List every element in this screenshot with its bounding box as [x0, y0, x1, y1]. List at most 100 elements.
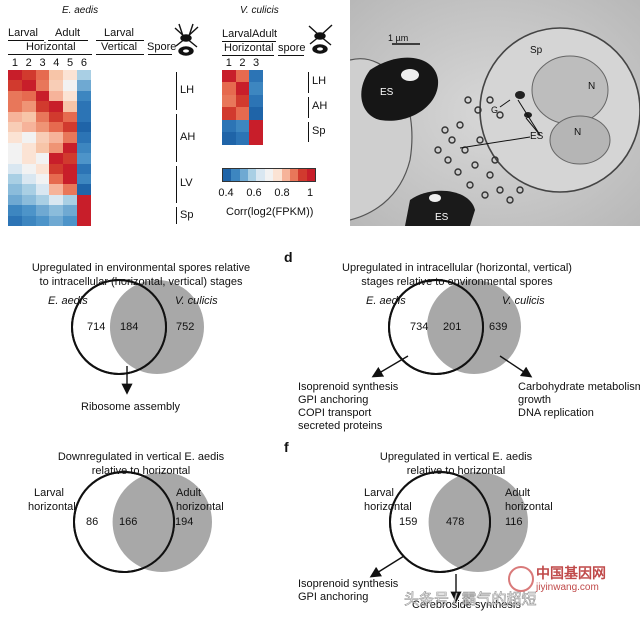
- electron-micrograph: 1 µm Sp N N ES ES ES G: [350, 0, 640, 226]
- heatmap-cell: [8, 111, 23, 123]
- panel-f-left-name-2: horizontal: [364, 501, 412, 513]
- panel-f-mid-result: Cerebroside synthesis: [412, 599, 521, 611]
- heatmap-column-label: 4: [53, 57, 60, 69]
- heatmap-cell: [63, 174, 78, 185]
- heatmap-cell: [77, 184, 92, 196]
- panel-e-title-2: relative to horizontal: [91, 465, 191, 477]
- heatmap-cell: [21, 80, 37, 92]
- heatmap-left-title: E. aedis: [62, 5, 99, 16]
- panel-d-right-result-2: growth: [518, 394, 552, 406]
- heatmap-cell: [235, 70, 250, 83]
- heatmap-cell: [49, 132, 64, 144]
- micrograph-scale-label: 1 µm: [388, 33, 409, 43]
- heatmap-cell: [8, 205, 23, 217]
- heatmap-cell: [35, 101, 50, 113]
- heatmap-cell: [49, 215, 64, 227]
- panel-e-overlap-count: 166: [119, 516, 138, 528]
- heatmap-column-label: 2: [25, 57, 32, 69]
- panel-f-title-1: Upregulated in vertical E. aedis: [379, 451, 533, 463]
- heatmap-cell: [35, 153, 50, 165]
- heatmap-cell: [63, 111, 78, 123]
- panel-f-right-count: 116: [505, 516, 523, 528]
- heatmap-cell: [63, 80, 78, 92]
- venn-c: [71, 279, 204, 395]
- row-group-bracket: [308, 121, 309, 143]
- group-larval2-label: Larval: [104, 27, 134, 39]
- panel-d-left-result-1: Isoprenoid synthesis: [298, 381, 399, 393]
- right-group-larval-label: Larval: [222, 28, 252, 40]
- panel-c-right-name: V. culicis: [175, 295, 218, 307]
- micrograph-label-n2: N: [574, 127, 582, 138]
- heatmap-cell: [21, 184, 37, 196]
- row-group-bracket: [176, 165, 177, 204]
- heatmap-cell: [8, 80, 23, 92]
- heatmap-column-label: 3: [39, 57, 46, 69]
- panel-e-left-name-1: Larval: [34, 487, 64, 499]
- panel-d-right-count: 639: [489, 321, 508, 333]
- arrow-d-right: [499, 355, 533, 378]
- colorbar-tick-label: 1: [306, 187, 314, 199]
- group-adult-label: Adult: [55, 27, 81, 39]
- heatmap-right-title: V. culicis: [240, 5, 279, 16]
- heatmap-cell: [77, 153, 92, 165]
- heatmap-cell: [21, 70, 37, 81]
- heatmap-column-label: 6: [80, 57, 87, 69]
- panel-d-letter: d: [284, 249, 293, 265]
- colorbar-swatch: [223, 169, 232, 181]
- panel-e-right-name-1: Adult: [176, 487, 202, 499]
- colorbar-swatch: [273, 169, 282, 181]
- heatmap-cell: [222, 82, 237, 96]
- panel-c-left-name: E. aedis: [48, 295, 88, 307]
- panel-d-overlap-count: 201: [443, 321, 462, 333]
- bracket-vertical: [96, 54, 144, 55]
- panel-d-right-result-3: DNA replication: [518, 407, 594, 419]
- colorbar-tick-label: 0.6: [246, 187, 262, 199]
- colorbar-swatch: [231, 169, 240, 181]
- panel-e-title-1: Downregulated in vertical E. aedis: [57, 451, 225, 463]
- heatmap-cell: [8, 194, 23, 206]
- row-group-bracket: [308, 72, 309, 93]
- heatmap-cell: [21, 174, 37, 185]
- panel-c-left-count: 714: [87, 321, 106, 333]
- heatmap-cell: [235, 94, 250, 108]
- arrow-d-left: [371, 355, 409, 378]
- heatmap-cell: [8, 215, 23, 227]
- heatmap-cell: [49, 142, 64, 154]
- heatmap-cell: [35, 184, 50, 196]
- heatmap-cell: [49, 194, 64, 206]
- panel-f-right-name-1: Adult: [505, 487, 531, 499]
- venn-e: [73, 471, 212, 573]
- heatmap-row-group-label: Sp: [180, 208, 194, 221]
- heatmap-cell: [235, 107, 250, 121]
- heatmap-cell: [8, 132, 23, 144]
- right-bracket-larval-adult: [222, 41, 276, 42]
- bracket-horizontal: [8, 54, 92, 55]
- heatmap-row-group-label: AH: [312, 100, 328, 113]
- heatmap-cell: [249, 94, 264, 108]
- heatmap-cell: [222, 119, 237, 133]
- heatmap-cell: [77, 142, 92, 154]
- heatmap-cell: [21, 111, 37, 123]
- heatmap-row-group-label: AH: [180, 130, 196, 143]
- panel-c-result: Ribosome assembly: [81, 401, 181, 413]
- panel-d-title-2: stages relative to environmental spores: [361, 276, 553, 288]
- heatmap-cell: [77, 205, 92, 217]
- watermark-logo-icon: [508, 566, 534, 592]
- heatmap-cell: [249, 132, 264, 145]
- heatmap-cell: [49, 90, 64, 102]
- heatmap-cell: [63, 153, 78, 165]
- heatmap-column-label: 3: [252, 57, 260, 69]
- heatmap-cell: [63, 215, 78, 227]
- heatmap-cell: [222, 107, 237, 121]
- group-spore-label: Spore: [147, 41, 177, 53]
- panel-d-title-1: Upregulated in intracellular (horizontal…: [342, 262, 572, 274]
- heatmap-cell: [21, 194, 37, 206]
- group-vertical-label: Vertical: [101, 41, 138, 53]
- watermark-text: 头条号 / 霸气的超短: [404, 591, 537, 608]
- heatmap-cell: [235, 132, 250, 145]
- panel-d-left-count: 734: [410, 321, 429, 333]
- heatmap-cell: [21, 205, 37, 217]
- panel-f-left-count: 159: [399, 516, 418, 528]
- panel-e-right-count: 194: [175, 516, 194, 528]
- bracket-larval2: [96, 40, 144, 41]
